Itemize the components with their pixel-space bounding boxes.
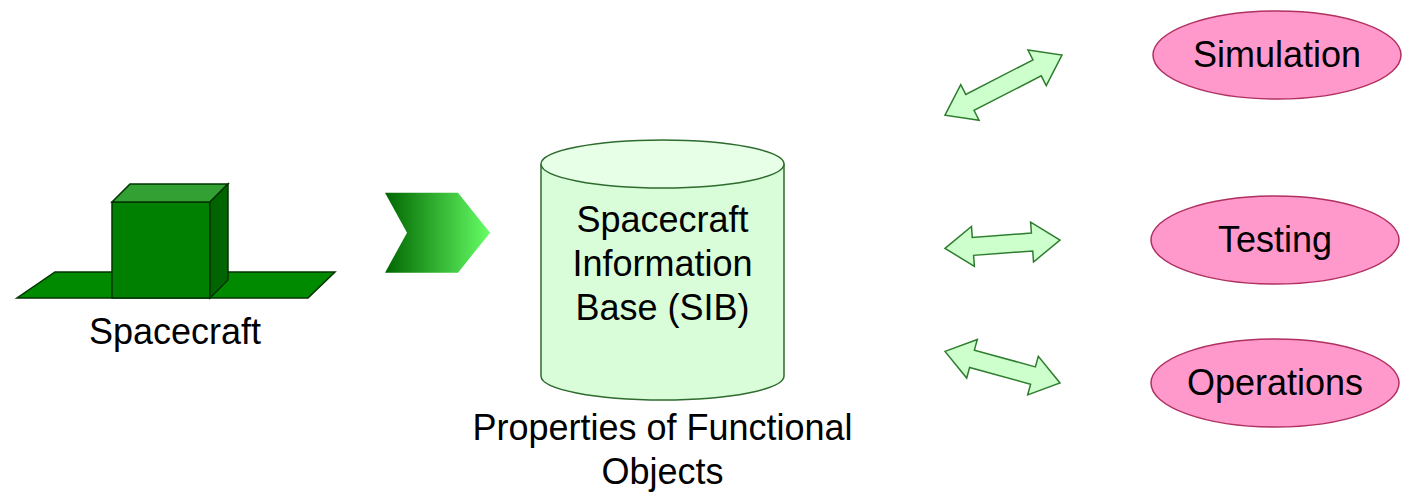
double-block-arrow bbox=[945, 340, 1060, 395]
process-ellipse: Operations bbox=[1150, 338, 1400, 428]
ellipse-shape bbox=[1151, 339, 1399, 427]
double-block-arrow bbox=[945, 222, 1060, 266]
node-label: Spacecraft bbox=[15, 310, 335, 354]
spacecraft-illustration bbox=[15, 184, 335, 300]
bus-top bbox=[112, 184, 228, 202]
cylinder-top bbox=[541, 140, 784, 188]
double-block-arrow bbox=[945, 50, 1062, 120]
ellipse-shape bbox=[1151, 196, 1399, 284]
database-cylinder: Spacecraft Information Base (SIB)Propert… bbox=[540, 140, 785, 400]
spacecraft-figure: Spacecraft bbox=[15, 184, 335, 358]
node-label: Operations bbox=[1150, 361, 1400, 405]
block-arrow bbox=[385, 193, 490, 273]
process-ellipse: Simulation bbox=[1152, 10, 1402, 100]
bus-side bbox=[210, 184, 228, 298]
ellipse-shape bbox=[1153, 11, 1401, 99]
node-label: Testing bbox=[1150, 218, 1400, 262]
node-caption: Properties of Functional Objects bbox=[443, 406, 883, 494]
process-ellipse: Testing bbox=[1150, 195, 1400, 285]
node-label: Simulation bbox=[1152, 33, 1402, 77]
bus-front bbox=[112, 202, 210, 298]
node-title: Spacecraft Information Base (SIB) bbox=[557, 198, 769, 330]
cylinder-body bbox=[541, 164, 784, 400]
